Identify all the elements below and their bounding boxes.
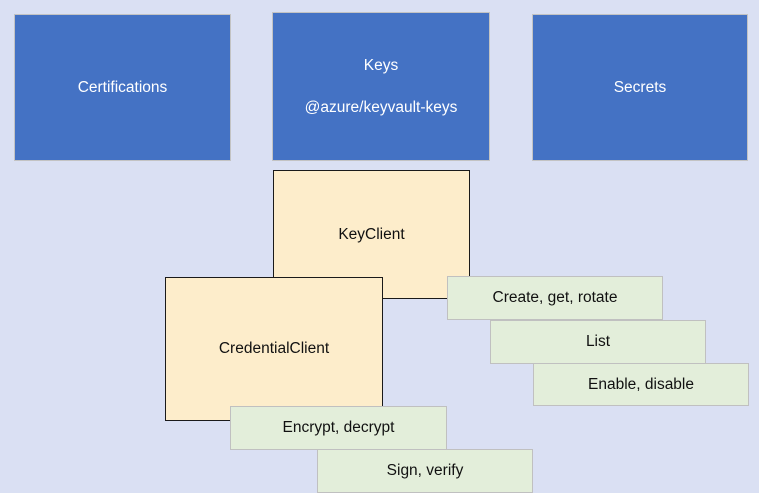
package-title: Secrets [613,78,667,96]
operation-title: Create, get, rotate [492,289,618,306]
operation-box-enable-disable[interactable]: Enable, disable [533,363,749,406]
operation-title: List [585,333,611,350]
operation-title: Enable, disable [588,375,694,393]
package-box-certifications[interactable]: Certifications [14,14,231,161]
client-title: CredentialClient [218,340,330,357]
package-title: Keys [363,57,399,75]
package-box-keys[interactable]: Keys @azure/keyvault-keys [272,12,490,161]
package-box-secrets[interactable]: Secrets [532,14,748,161]
package-title: Certifications [77,78,168,96]
operation-title: Encrypt, decrypt [282,419,395,436]
operation-box-encrypt-decrypt[interactable]: Encrypt, decrypt [230,406,447,450]
client-title: KeyClient [338,225,405,243]
operation-box-list[interactable]: List [490,320,706,364]
operation-title: Sign, verify [386,462,464,479]
operation-box-create-get-rotate[interactable]: Create, get, rotate [447,276,663,320]
operation-box-sign-verify[interactable]: Sign, verify [317,449,533,493]
client-box-credential-client[interactable]: CredentialClient [165,277,383,421]
package-subtitle: @azure/keyvault-keys [304,98,458,116]
